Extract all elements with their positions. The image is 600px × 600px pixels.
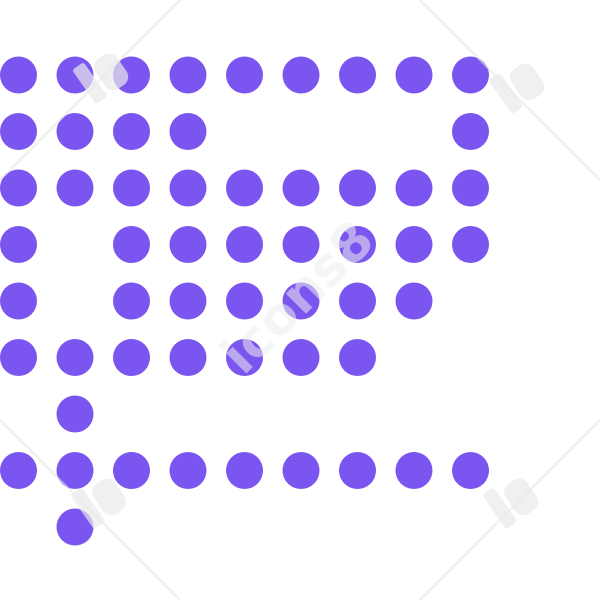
dot [282, 452, 320, 489]
dot [452, 169, 489, 207]
dot [113, 113, 150, 150]
dot [339, 56, 376, 94]
dot [0, 282, 37, 320]
dot [56, 113, 94, 150]
dot [169, 452, 207, 489]
dot [113, 56, 150, 94]
dot [282, 282, 320, 320]
dot [0, 339, 37, 376]
dot [169, 226, 207, 263]
dot [395, 226, 433, 263]
dot [56, 508, 94, 546]
dot [339, 226, 376, 263]
dot [56, 339, 94, 376]
dot [339, 169, 376, 207]
dot [113, 452, 150, 489]
dot [282, 226, 320, 263]
dot [452, 226, 489, 263]
dot [169, 56, 207, 94]
dot [0, 56, 37, 94]
dot [395, 169, 433, 207]
dot [395, 282, 433, 320]
dot [282, 339, 320, 376]
dot [169, 339, 207, 376]
dot [0, 452, 37, 489]
dot [56, 395, 94, 433]
dot [226, 169, 263, 207]
dot [339, 452, 376, 489]
dot [282, 56, 320, 94]
dot [395, 56, 433, 94]
dot [452, 452, 489, 489]
dot [56, 169, 94, 207]
dot [282, 169, 320, 207]
dot [226, 226, 263, 263]
dot [226, 282, 263, 320]
dot [113, 169, 150, 207]
dot [339, 282, 376, 320]
dot [0, 226, 37, 263]
dot [113, 282, 150, 320]
dot [0, 169, 37, 207]
dot [169, 282, 207, 320]
dot [56, 56, 94, 94]
dot [452, 56, 489, 94]
dot [113, 226, 150, 263]
dot [169, 169, 207, 207]
dot [226, 339, 263, 376]
dot [0, 113, 37, 150]
dot [113, 339, 150, 376]
dot [452, 113, 489, 150]
dot [395, 452, 433, 489]
dot [56, 452, 94, 489]
dot [339, 339, 376, 376]
dot [169, 113, 207, 150]
dot [226, 56, 263, 94]
dot [226, 452, 263, 489]
